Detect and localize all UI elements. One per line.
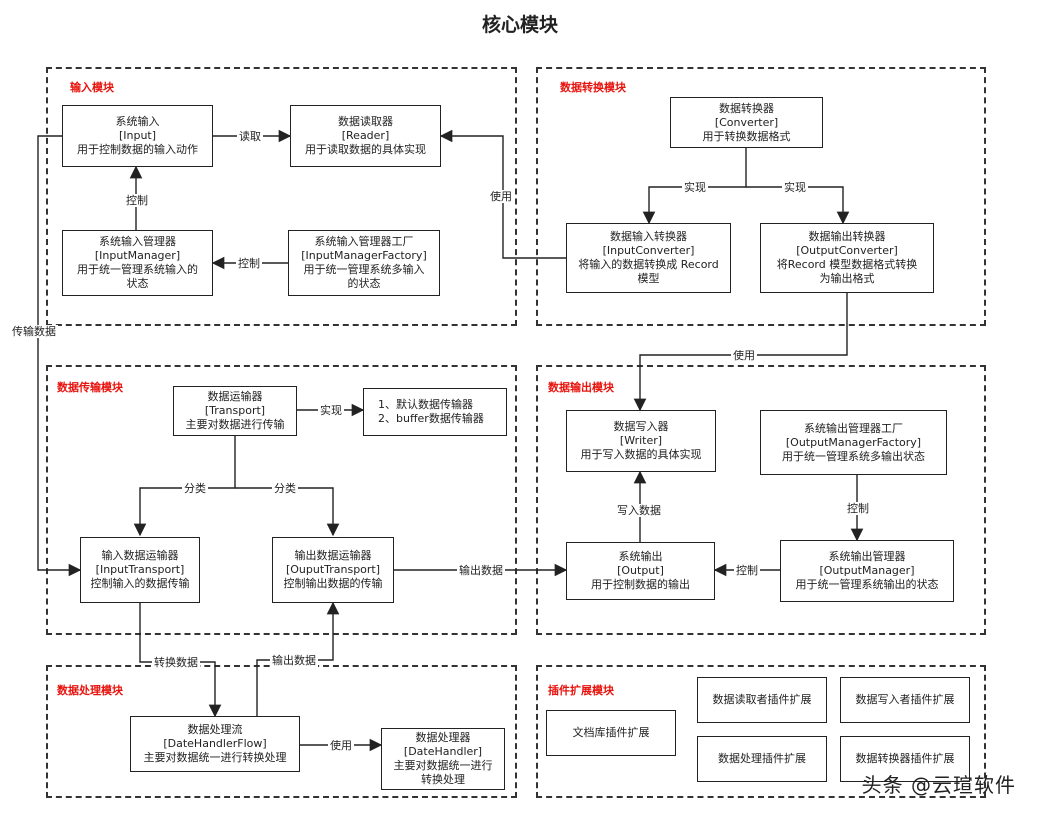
arrow-input-inputtransport xyxy=(37,135,82,577)
system-output-box: 系统输出[Output]用于控制数据的输出 xyxy=(566,542,715,600)
label-write-data: 写入数据 xyxy=(615,504,663,517)
plugin-module-title: 插件扩展模块 xyxy=(548,684,614,697)
input-manager-box: 系统输入管理器[InputManager]用于统一管理系统输入的状态 xyxy=(62,230,213,296)
transport-box: 数据运输器[Transport]主要对数据进行传输 xyxy=(173,386,297,436)
plugin-module-frame xyxy=(536,665,986,798)
output-module-title: 数据输出模块 xyxy=(548,381,614,394)
plugin-converter-box: 数据转换器插件扩展 xyxy=(840,736,970,782)
output-module-frame xyxy=(536,365,986,635)
reader-box: 数据读取器[Reader]用于读取数据的具体实现 xyxy=(290,105,441,167)
label-classify-left: 分类 xyxy=(182,482,208,495)
converter-box: 数据转换器[Converter]用于转换数据格式 xyxy=(670,97,823,148)
label-output-data: 输出数据 xyxy=(457,564,505,577)
plugin-doc-box: 文档库插件扩展 xyxy=(546,710,676,756)
handler-box: 数据处理器[DateHandler]主要对数据统一进行转换处理 xyxy=(381,728,505,790)
label-control-up: 控制 xyxy=(124,194,150,207)
label-use-reader: 使用 xyxy=(488,190,514,203)
input-transport-box: 输入数据运输器[InputTransport]控制输入的数据传输 xyxy=(80,537,200,603)
label-convert-data: 转换数据 xyxy=(152,656,200,669)
plugin-handler-box: 数据处理插件扩展 xyxy=(697,736,827,782)
plugin-reader-box: 数据读取者插件扩展 xyxy=(697,677,827,723)
arrow-transport-outputtransport xyxy=(235,487,340,537)
transport-module-title: 数据传输模块 xyxy=(57,381,123,394)
plugin-writer-box: 数据写入者插件扩展 xyxy=(840,677,970,723)
label-control-output-left: 控制 xyxy=(734,564,760,577)
convert-module-title: 数据转换模块 xyxy=(560,81,626,94)
label-implement-left: 实现 xyxy=(682,181,708,194)
watermark: 头条 @云瑄软件 xyxy=(861,773,1016,797)
label-control-output: 控制 xyxy=(845,502,871,515)
page-title: 核心模块 xyxy=(481,14,558,36)
output-transport-box: 输出数据运输器[OuputTransport]控制输出数据的传输 xyxy=(272,537,394,603)
label-implement-right: 实现 xyxy=(782,181,808,194)
output-manager-factory-box: 系统输出管理器工厂[OutputManagerFactory]用于统一管理系统多… xyxy=(760,410,947,475)
input-module-title: 输入模块 xyxy=(70,81,114,94)
handler-flow-box: 数据处理流[DateHandlerFlow]主要对数据统一进行转换处理 xyxy=(130,716,300,772)
output-manager-box: 系统输出管理器[OutputManager]用于统一管理系统输出的状态 xyxy=(780,540,954,602)
input-module-frame xyxy=(46,67,517,326)
label-transmit-data: 传输数据 xyxy=(10,325,58,338)
system-input-box: 系统输入[Input]用于控制数据的输入动作 xyxy=(62,105,213,167)
convert-module-frame xyxy=(536,67,986,326)
transport-module-frame xyxy=(46,365,517,635)
process-module-title: 数据处理模块 xyxy=(57,684,123,697)
label-use-handler: 使用 xyxy=(328,739,354,752)
label-control-left: 控制 xyxy=(236,257,262,270)
input-manager-factory-box: 系统输入管理器工厂[InputManagerFactory]用于统一管理系统多输… xyxy=(288,230,440,296)
writer-box: 数据写入器[Writer]用于写入数据的具体实现 xyxy=(566,410,716,472)
label-classify-right: 分类 xyxy=(272,482,298,495)
label-output-data-up: 输出数据 xyxy=(270,654,318,667)
label-implement-transport: 实现 xyxy=(318,404,344,417)
label-use-writer: 使用 xyxy=(731,349,757,362)
label-read: 读取 xyxy=(237,130,263,143)
output-converter-box: 数据输出转换器[OutputConverter]将Record 模型数据格式转换… xyxy=(760,223,934,293)
arrow-converter-outputconverter xyxy=(746,186,850,225)
